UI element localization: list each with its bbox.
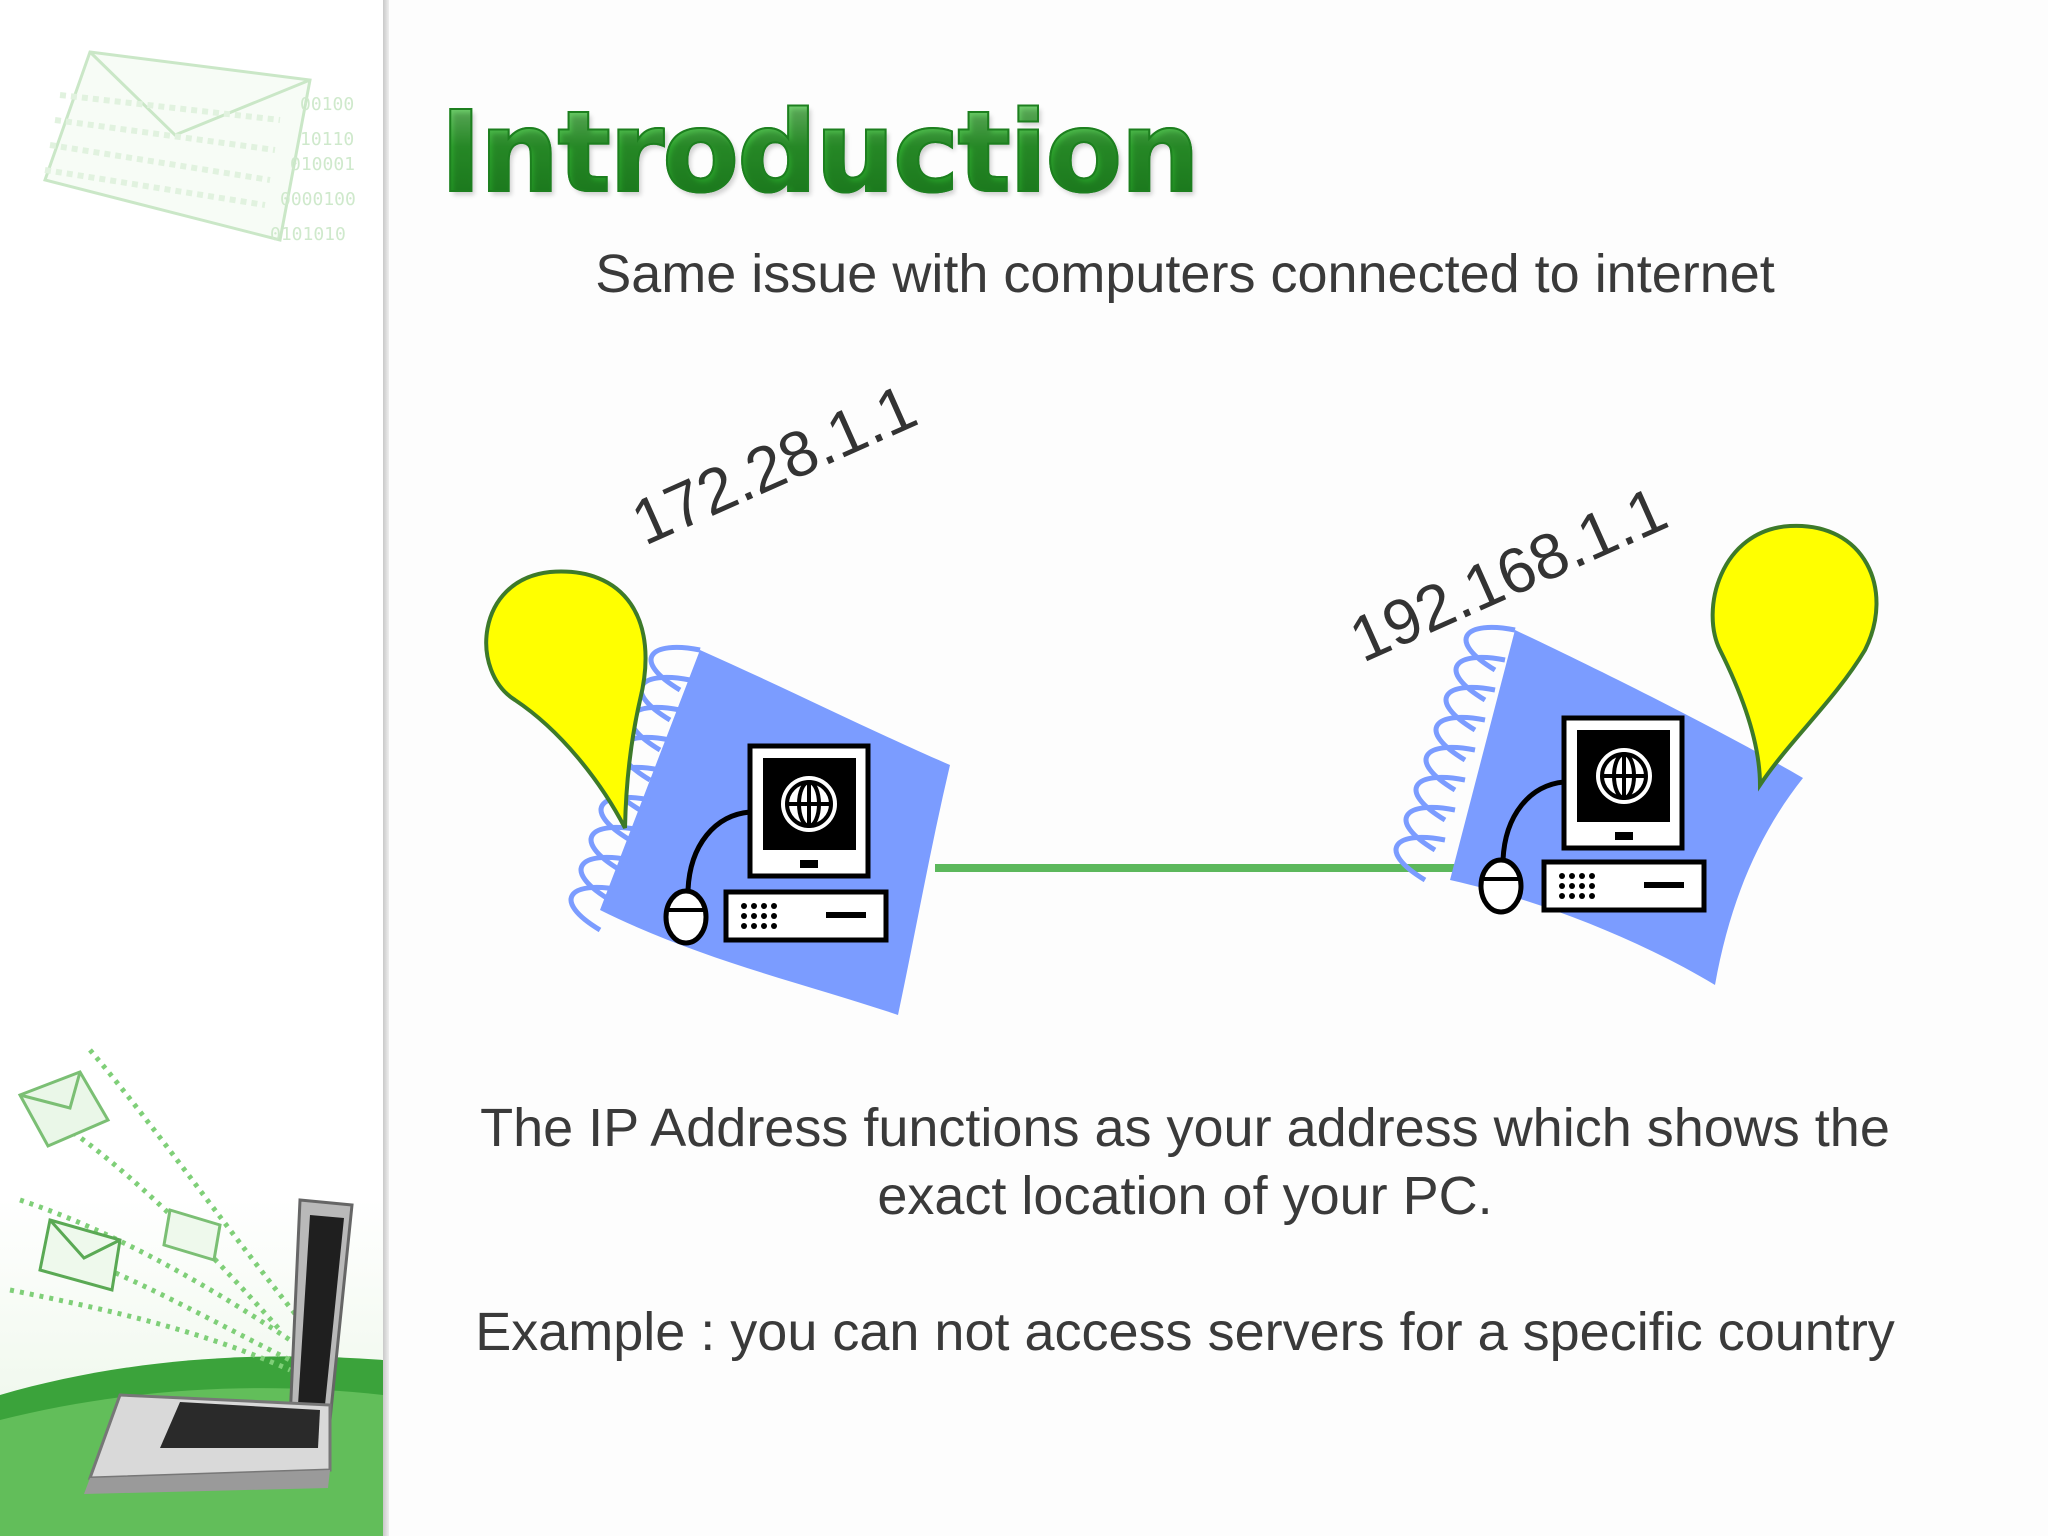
- map-pin-icon: [1710, 523, 1879, 792]
- svg-text:010001: 010001: [290, 154, 355, 175]
- svg-text:10110: 10110: [300, 129, 354, 150]
- svg-text:0101010: 0101010: [270, 224, 346, 245]
- example-text: Example : you can not access servers for…: [475, 1302, 1895, 1362]
- sidebar-art: 00100 10110 010001 0000100 0101010: [0, 50, 383, 1536]
- svg-text:00100: 00100: [300, 94, 354, 115]
- sidebar-panel: 00100 10110 010001 0000100 0101010: [0, 0, 383, 1536]
- svg-text:0000100: 0000100: [280, 189, 356, 210]
- binary-envelope-icon: 00100 10110 010001 0000100 0101010: [43, 50, 356, 245]
- sidebar-divider: [383, 0, 389, 1536]
- map-pin-icon: [484, 569, 648, 829]
- slide-title: Introduction: [439, 87, 1201, 219]
- laptop-with-flying-envelopes-icon: [9, 1048, 354, 1494]
- slide-subtitle: Same issue with computers connected to i…: [595, 244, 1775, 304]
- internet-computer-icon: [1478, 715, 1707, 915]
- internet-computer-icon: [663, 743, 889, 946]
- ip-explanation-text: The IP Address functions as your address…: [480, 1098, 1890, 1226]
